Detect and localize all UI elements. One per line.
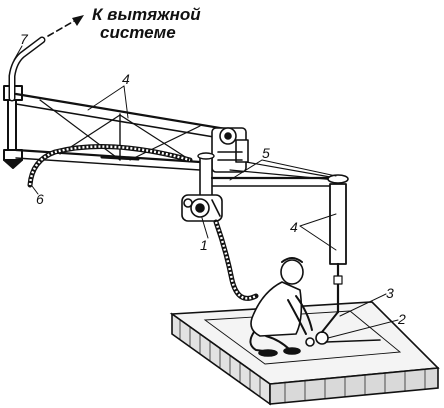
label-5: 5 bbox=[262, 145, 270, 161]
suction-hose bbox=[213, 219, 259, 301]
label-6: 6 bbox=[36, 191, 44, 207]
right-cylinder bbox=[327, 174, 349, 314]
work-table bbox=[169, 301, 440, 406]
label-3: 3 bbox=[386, 285, 394, 301]
label-1: 1 bbox=[200, 237, 208, 253]
label-4-top: 4 bbox=[122, 71, 130, 87]
caption-line-2: системе bbox=[100, 23, 176, 42]
suction-nozzle bbox=[305, 311, 381, 347]
label-7: 7 bbox=[20, 31, 29, 47]
caption-line-1: К вытяжной bbox=[92, 5, 201, 24]
airflow-arrow bbox=[47, 15, 84, 37]
leader-lines bbox=[13, 45, 399, 339]
label-2: 2 bbox=[397, 311, 406, 327]
lower-arm bbox=[210, 161, 338, 187]
fan-unit-1 bbox=[181, 194, 223, 222]
flexible-hose-6 bbox=[27, 144, 193, 188]
extraction-duct-7 bbox=[8, 36, 46, 102]
label-4-right: 4 bbox=[290, 219, 298, 235]
boom-joint-housing bbox=[211, 127, 249, 173]
welder-figure bbox=[249, 257, 313, 357]
joint-post bbox=[197, 152, 215, 201]
